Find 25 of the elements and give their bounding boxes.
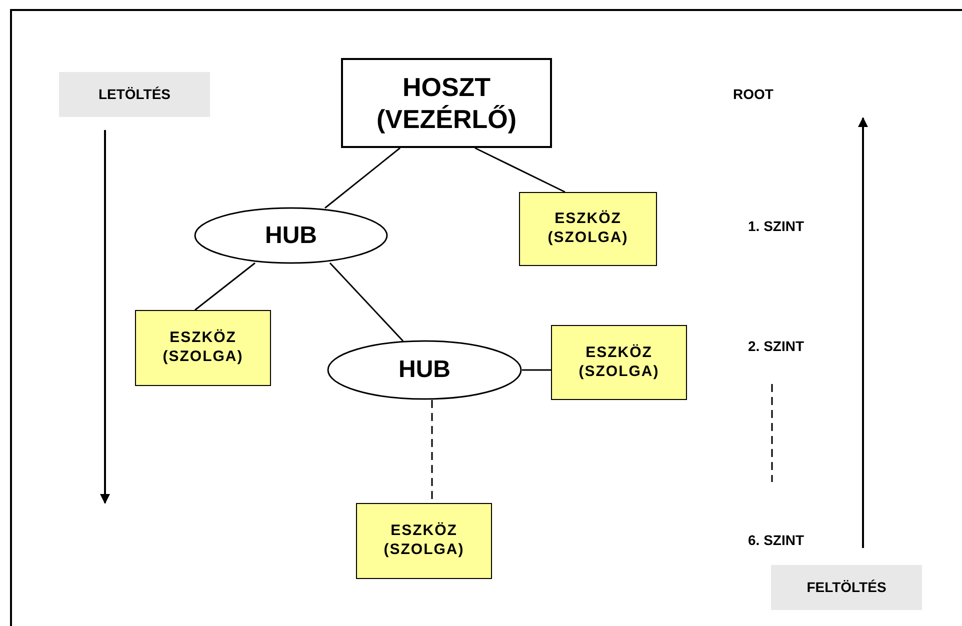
hub-ellipse xyxy=(327,340,522,400)
connector-line xyxy=(324,147,400,209)
connector-line xyxy=(329,262,404,342)
level-label: 2. SZINT xyxy=(748,338,804,354)
hub-ellipse xyxy=(194,207,388,264)
node-text: LETÖLTÉS xyxy=(98,86,171,104)
node-text: HUB xyxy=(398,355,450,385)
level-label: 1. SZINT xyxy=(748,218,804,234)
connector-line xyxy=(194,262,256,311)
device-box xyxy=(135,310,271,386)
connector-line xyxy=(474,147,566,193)
level-label: ROOT xyxy=(733,86,774,102)
node-text: ESZKÖZ (SZOLGA) xyxy=(162,329,244,367)
node-text: ESZKÖZ (SZOLGA) xyxy=(578,344,660,382)
connector-line xyxy=(522,369,551,371)
host-box xyxy=(341,58,552,148)
node-text: HOSZT (VEZÉRLŐ) xyxy=(375,70,518,136)
device-box xyxy=(519,192,657,266)
node-text: ESZKÖZ (SZOLGA) xyxy=(382,522,466,560)
device-box xyxy=(356,503,492,579)
node-text: FELTÖLTÉS xyxy=(806,578,886,596)
device-box xyxy=(551,325,687,400)
level-label: 6. SZINT xyxy=(748,532,804,548)
node-text: ESZKÖZ (SZOLGA) xyxy=(546,210,630,248)
node-text: HUB xyxy=(265,220,317,250)
